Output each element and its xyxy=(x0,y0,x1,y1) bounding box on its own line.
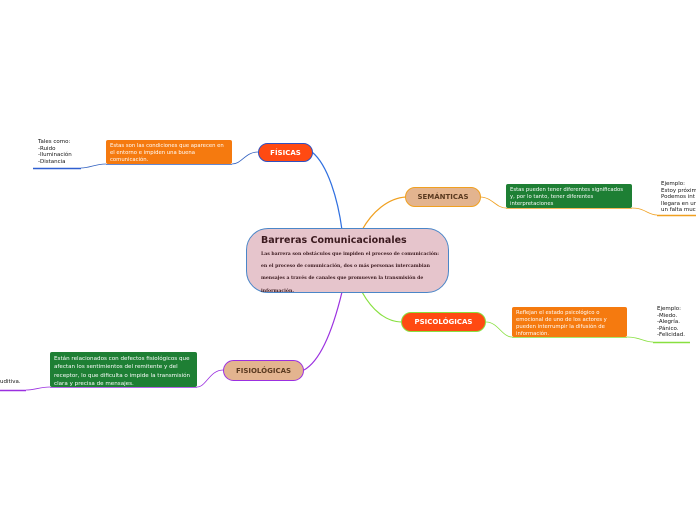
topic-psicologicas-label: PSICOLÓGICAS xyxy=(414,318,473,326)
topic-semanticas-label: SEMÁNTICAS xyxy=(417,193,469,201)
note-fisiologicas[interactable]: Están relacionados con defectos fisiológ… xyxy=(50,352,197,387)
link-psicologicas-leaf xyxy=(626,336,654,343)
leaf-psicologicas: Ejemplo: -Miedo. -Alegría. -Pánico. -Fel… xyxy=(657,306,685,339)
link-fisiologicas-note xyxy=(196,369,224,388)
topic-fisicas[interactable]: FÍSICAS xyxy=(258,143,313,162)
leaf-semanticas: Ejemplo: Estoy próxim Podemos int llegar… xyxy=(661,181,696,214)
link-semanticas-note xyxy=(479,196,507,209)
link-semanticas-leaf xyxy=(631,207,658,216)
link-central-fisicas xyxy=(311,151,343,231)
link-central-fisiologicas xyxy=(303,291,343,371)
link-fisicas-leaf xyxy=(80,163,107,169)
note-semanticas[interactable]: Estas pueden tener diferentes significad… xyxy=(506,184,632,208)
link-fisiologicas-leaf xyxy=(25,386,51,391)
link-psicologicas-note xyxy=(485,321,513,338)
note-fisicas[interactable]: Estas son las condiciones que aparecen e… xyxy=(106,140,232,164)
topic-fisiologicas-label: FISIOLÓGICAS xyxy=(235,366,292,375)
link-fisicas-note xyxy=(231,151,259,165)
link-central-psicologicas xyxy=(361,291,403,323)
central-description: Las barrera son obstáculos que impiden e… xyxy=(261,252,439,294)
topic-semanticas[interactable]: SEMÁNTICAS xyxy=(405,187,481,207)
topic-fisiologicas[interactable]: FISIOLÓGICAS xyxy=(223,360,304,381)
link-central-semanticas xyxy=(361,196,407,231)
central-topic[interactable]: Barreras Comunicacionales Las barrera so… xyxy=(246,228,449,294)
topic-fisicas-label: FÍSICAS xyxy=(270,148,301,157)
topic-psicologicas[interactable]: PSICOLÓGICAS xyxy=(401,312,486,332)
leaf-fisiologicas: uditiva. xyxy=(0,379,21,385)
leaf-fisicas: Tales como: -Ruido -Iluminación -Distanc… xyxy=(38,139,72,165)
note-psicologicas[interactable]: Reflejan el estado psicológico o emocion… xyxy=(512,307,627,337)
central-title: Barreras Comunicacionales xyxy=(261,235,407,246)
